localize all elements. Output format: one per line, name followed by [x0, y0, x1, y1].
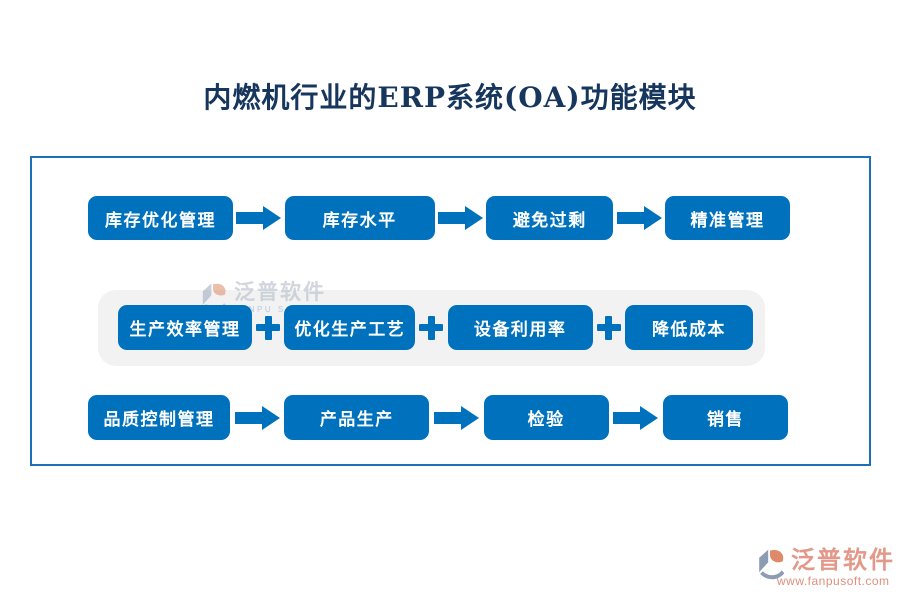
arrow-right-icon	[613, 405, 659, 430]
arrow-right-icon	[616, 206, 662, 230]
node-production-efficiency: 生产效率管理	[118, 305, 252, 350]
plus-icon	[419, 315, 444, 340]
footer-brand: 泛普软件	[791, 547, 895, 574]
node-inventory-optimization: 库存优化管理	[88, 196, 233, 240]
fanpu-logo-icon	[759, 549, 785, 580]
flow-row-production: 生产效率管理 优化生产工艺 设备利用率 降低成本	[118, 305, 753, 350]
node-avoid-surplus: 避免过剩	[486, 196, 614, 240]
footer-logo: 泛普软件 www.fanpusoft.com	[752, 547, 895, 588]
node-inspection: 检验	[483, 395, 609, 440]
watermark-brand: 泛普软件	[234, 281, 326, 304]
plus-icon	[596, 315, 621, 340]
node-sales: 销售	[662, 395, 788, 440]
node-cost-reduction: 降低成本	[624, 305, 753, 350]
page-title: 内燃机行业的ERP系统(OA)功能模块	[203, 81, 697, 114]
arrow-right-icon	[437, 206, 483, 230]
footer-logo-text: 泛普软件 www.fanpusoft.com	[777, 547, 895, 588]
node-precise-management: 精准管理	[664, 196, 790, 240]
flow-row-quality: 品质控制管理 产品生产 检验 销售	[88, 395, 788, 440]
footer-website: www.fanpusoft.com	[777, 574, 890, 588]
flow-row-inventory: 库存优化管理 库存水平 避免过剩 精准管理	[88, 196, 790, 240]
plus-icon	[256, 315, 281, 340]
node-equipment-utilization: 设备利用率	[447, 305, 593, 350]
arrow-right-icon	[433, 405, 479, 430]
arrow-right-icon	[234, 405, 280, 430]
node-process-optimization: 优化生产工艺	[284, 305, 416, 350]
node-product-production: 产品生产	[284, 395, 430, 440]
node-inventory-level: 库存水平	[284, 196, 435, 240]
node-quality-control: 品质控制管理	[88, 395, 230, 440]
arrow-right-icon	[236, 206, 282, 230]
